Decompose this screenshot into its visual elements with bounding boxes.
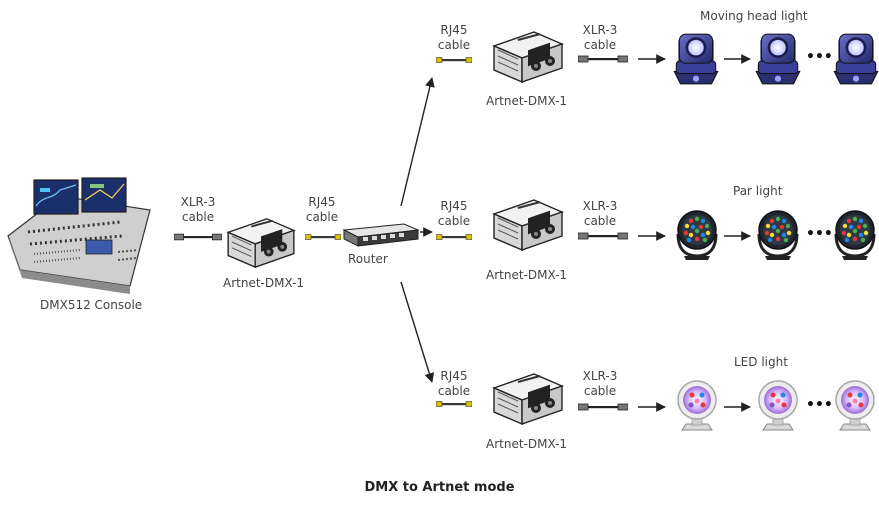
xlr-cable-label: XLR-3 cable <box>570 199 630 229</box>
console-label: DMX512 Console <box>40 298 143 312</box>
rj45-cable-label: RJ45 cable <box>292 195 352 225</box>
rj45-cable-icon <box>305 234 341 240</box>
converter-label: Artnet-DMX-1 <box>223 276 305 290</box>
par-light-icon <box>834 209 876 262</box>
rj45-cable-icon <box>436 57 472 63</box>
rj45-cable-name: RJ45 <box>440 23 468 37</box>
rj45-cable-label: RJ45 cable <box>424 199 484 229</box>
xlr-cable-name: XLR-3 <box>582 23 618 37</box>
rj45-cable-name: RJ45 <box>440 199 468 213</box>
xlr-cable-name: XLR-3 <box>582 369 618 383</box>
artnet-dmx-converter-icon <box>493 373 563 425</box>
cable-word: cable <box>437 384 471 398</box>
diagram-title: DMX to Artnet mode <box>364 480 515 495</box>
ellipsis: ••• <box>806 49 833 65</box>
branch-arrow-top <box>400 77 435 207</box>
rj45-cable-name: RJ45 <box>440 369 468 383</box>
converter-label: Artnet-DMX-1 <box>486 268 568 282</box>
par-light-icon <box>676 209 718 262</box>
cable-word: cable <box>583 38 617 52</box>
converter-label: Artnet-DMX-1 <box>486 437 568 451</box>
moving-head-light-icon <box>673 33 719 85</box>
moving-head-light-icon <box>833 33 879 85</box>
light-label-moving-head: Moving head light <box>700 9 808 23</box>
rj45-cable-icon <box>436 401 472 407</box>
rj45-cable-label: RJ45 cable <box>424 369 484 399</box>
dmx512-console-image <box>7 177 151 294</box>
router-label: Router <box>348 252 388 266</box>
light-label-led: LED light <box>734 355 788 369</box>
xlr-cable-icon <box>578 403 628 411</box>
artnet-dmx-converter-icon <box>493 31 563 83</box>
moving-head-light-icon <box>755 33 801 85</box>
xlr-cable-name: XLR-3 <box>582 199 618 213</box>
cable-word: cable <box>583 384 617 398</box>
light-label-par: Par light <box>733 184 783 198</box>
cable-word: cable <box>583 214 617 228</box>
xlr-cable-icon <box>174 233 222 241</box>
led-light-icon <box>677 380 717 431</box>
xlr-cable-icon <box>578 55 628 63</box>
converter-label: Artnet-DMX-1 <box>486 94 568 108</box>
rj45-cable-icon <box>436 234 472 240</box>
led-light-icon <box>758 380 798 431</box>
xlr-cable-icon <box>578 232 628 240</box>
xlr-cable-label: XLR-3 cable <box>570 369 630 399</box>
cable-word: cable <box>181 210 215 224</box>
router-icon <box>342 223 420 247</box>
rj45-cable-label: RJ45 cable <box>424 23 484 53</box>
xlr-cable-name: XLR-3 <box>180 195 216 209</box>
led-light-icon <box>835 380 875 431</box>
cable-word: cable <box>437 214 471 228</box>
artnet-dmx-converter-icon <box>493 199 563 251</box>
par-light-icon <box>757 209 799 262</box>
cable-word: cable <box>305 210 339 224</box>
cable-word: cable <box>437 38 471 52</box>
rj45-cable-name: RJ45 <box>308 195 336 209</box>
branch-arrow-bottom <box>400 281 435 383</box>
xlr-cable-label: XLR-3 cable <box>168 195 228 225</box>
ellipsis: ••• <box>806 397 833 413</box>
artnet-dmx-converter-icon <box>227 217 295 269</box>
xlr-cable-label: XLR-3 cable <box>570 23 630 53</box>
ellipsis: ••• <box>806 226 833 242</box>
